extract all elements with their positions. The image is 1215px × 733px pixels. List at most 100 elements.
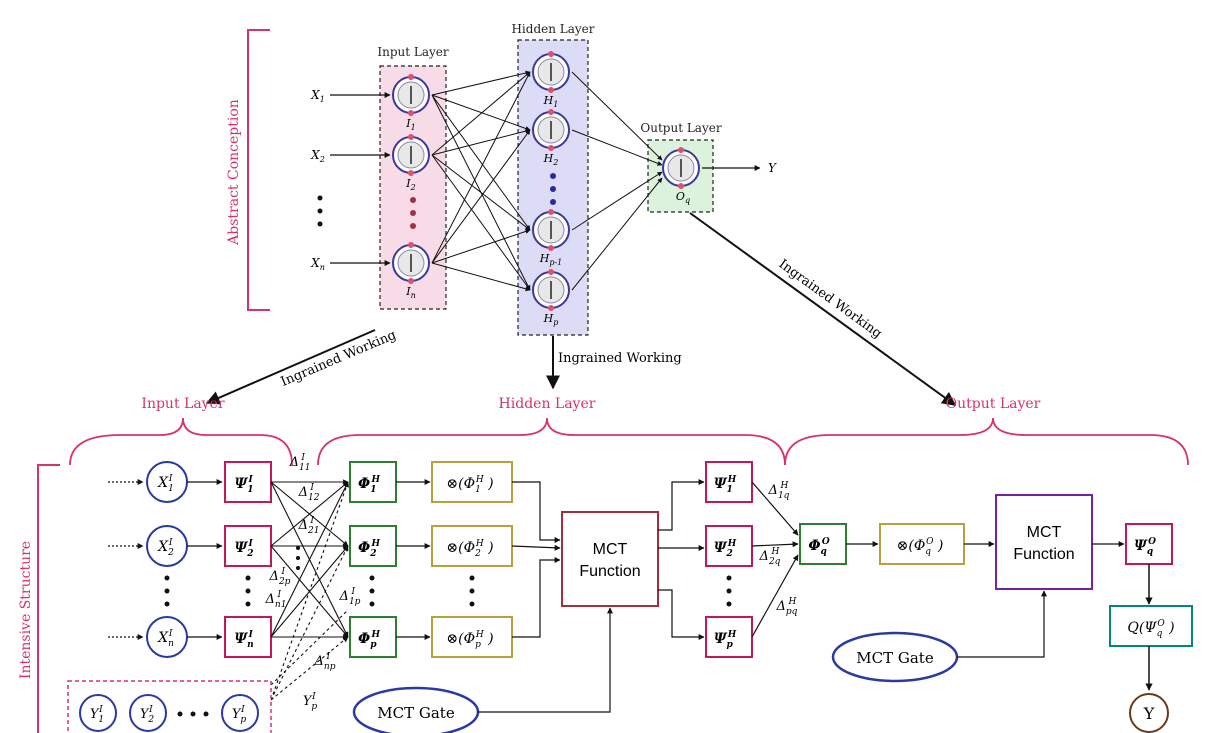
gate-to-mct-output [957,590,1047,658]
upsilon-dots [177,711,209,717]
svg-text:Φ2H: Φ2H [358,539,380,559]
upsilon-circles [79,694,259,732]
bottom-psi-dots [245,575,251,607]
svg-text:Ψ1H: Ψ1H [714,475,737,495]
abstract-bracket [247,29,270,311]
neuron-icon [392,74,430,116]
brace-output [784,417,1189,466]
svg-text:X2I: X2I [157,538,174,558]
otimes-dots [469,575,475,607]
svg-text:Υ1I: Υ1I [90,705,104,725]
mct-to-psi-hidden [658,479,705,640]
q-box [1109,605,1193,647]
psi-hidden-dots [726,575,732,607]
delta-dots [296,546,375,607]
neuron-icon [532,269,570,311]
top-input-layer-dots [410,197,416,229]
top-output-layer-title: Output Layer [640,121,721,135]
top-input-x2: X2 [310,148,325,164]
neuron-icon [392,242,430,284]
svg-text:ΨnI: ΨnI [234,630,253,650]
delta-weights-dashed [270,481,349,701]
svg-text:Δ2pI: Δ2pI [269,567,291,587]
brace-input [69,417,293,466]
bottom-input-layer-title: Input Layer [141,396,224,412]
brace-hidden [317,417,786,466]
psi-hidden-labels: Ψ1H Ψ2H ΨpH [714,475,737,650]
phi-to-otimes-arrows [396,479,431,640]
mct-function-box-output [995,494,1093,590]
ingrained-label-right: Ingrained Working [776,257,885,342]
mct-function-label-output-2: Function [1013,546,1074,563]
bottom-output-layer-title: Output Layer [946,396,1041,412]
bottom-hidden-layer-title: Hidden Layer [499,396,596,412]
svg-text:Φ1H: Φ1H [358,475,380,495]
top-output-y: Y [768,161,777,175]
psi-hidden-boxes [705,461,753,658]
abstract-conception-label: Abstract Conception [226,99,242,246]
x-to-psi-arrows [187,479,223,640]
neuron-icon [662,147,700,189]
svg-text:Δ2qH: Δ2qH [759,547,781,567]
mct-function-label-output: MCT [1027,524,1062,541]
phi-hidden-labels: Φ1H Φ2H ΦpH [358,475,381,650]
x-circles [146,461,188,658]
phi-output-label: ΦqO [808,537,830,557]
svg-text:ΔnpI: ΔnpI [314,652,336,672]
mct-gate-output-label: MCT Gate [856,649,934,667]
psi-output-label: ΨqO [1134,537,1156,557]
delta-weights [270,479,349,640]
ingrained-arrow-right [689,212,957,406]
mct-function-label-hidden-2: Function [579,563,640,580]
svg-text:ΥpI: ΥpI [303,692,318,712]
svg-text:X1I: X1I [157,474,174,494]
psi-input-labels: Ψ1I Ψ2I ΨnI [234,475,253,650]
svg-text:Δ21I: Δ21I [298,516,320,536]
delta-labels: Δ11I Δ12I Δ21I Δ2pI Δn1I Δ1pI ΔnpI ΥpI [265,453,361,712]
svg-text:Δ11I: Δ11I [289,453,311,473]
neuron-icon [532,209,570,251]
svg-text:I2: I2 [405,177,415,192]
otimes-to-mct [511,481,561,638]
bottom-x-dots [164,575,170,607]
psi-to-phi-output [751,481,799,638]
svg-text:ΔpqH: ΔpqH [776,597,798,617]
upsilon-labels: Υ1I Υ2I ΥpI [90,705,247,725]
top-hidden-layer-dots [550,173,556,205]
svg-text:Δ1qH: Δ1qH [768,481,790,501]
intensive-structure-label: Intensive Structure [18,541,34,679]
top-connections-ho [571,71,663,291]
svg-text:I1: I1 [405,117,415,132]
mct-function-box-hidden [561,511,659,607]
gate-to-mct-hidden [478,607,613,713]
svg-text:Δ12I: Δ12I [298,483,320,503]
top-hidden-layer-title: Hidden Layer [511,22,594,36]
svg-text:Υ2I: Υ2I [140,705,155,725]
final-output-label: Y [1143,704,1155,723]
top-input-layer-title: Input Layer [377,45,449,59]
top-input-arrows [330,92,391,266]
top-nodes [392,51,700,311]
neuron-icon [392,134,430,176]
phi-output-box [799,523,847,565]
mct-function-label-hidden: MCT [593,541,628,558]
neuron-icon [532,51,570,93]
svg-text:Δ1pI: Δ1pI [339,587,361,607]
svg-text:Ψ2I: Ψ2I [234,539,253,559]
ingrained-arrow-left [205,329,376,405]
svg-text:ΨpH: ΨpH [714,630,737,650]
ingrained-label-left: Ingrained Working [279,328,399,390]
svg-text:In: In [405,285,416,300]
mct-gate-hidden-label: MCT Gate [377,704,455,722]
svg-text:ΦpH: ΦpH [358,630,381,650]
bottom-input-dotted-arrows [108,479,144,640]
delta-output-labels: Δ1qH Δ2qH ΔpqH [759,481,798,617]
neuron-icon [532,109,570,151]
final-output-circle [1129,693,1169,733]
psi-input-boxes [224,461,272,658]
svg-text:ΥpI: ΥpI [232,705,247,725]
svg-text:Δn1I: Δn1I [265,590,287,610]
top-node-labels: I1 I2 In H1 H2 Hp-1 Hp Oq [405,94,690,327]
phi-hidden-boxes [349,461,397,658]
